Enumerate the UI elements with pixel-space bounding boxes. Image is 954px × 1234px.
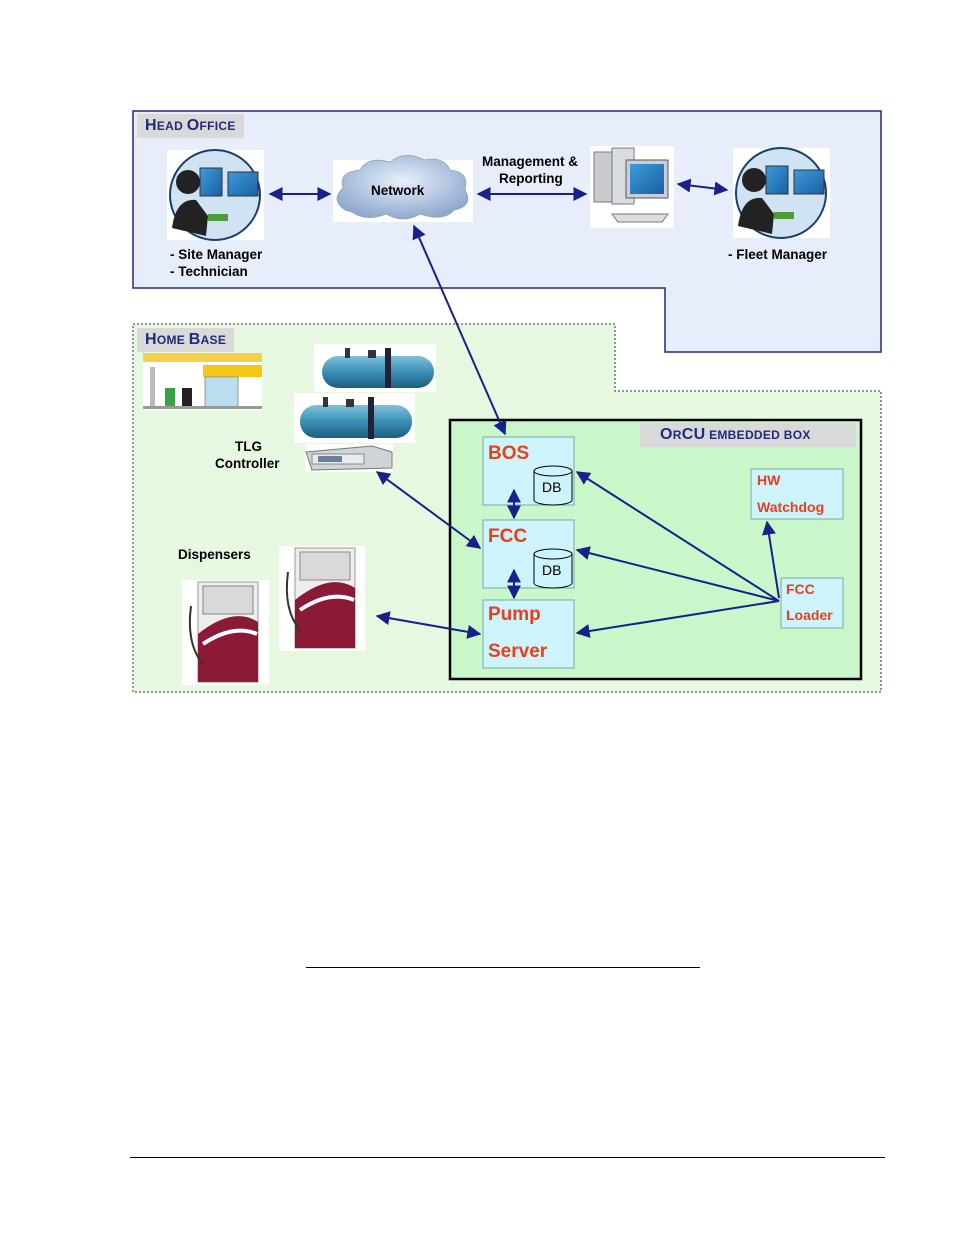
- fcc-db-cylinder: [533, 548, 573, 589]
- bos-db-label: DB: [542, 479, 562, 495]
- home-base-label-initial: H: [145, 331, 157, 348]
- arrow-loader-watchdog: [762, 520, 780, 599]
- network-cloud: [333, 155, 473, 222]
- orcu-label-cu: CU: [681, 426, 706, 443]
- head-office-label-rest-2: FFICE: [199, 119, 236, 133]
- fcc-loader-box: [780, 577, 844, 629]
- arrow-tlg-fcc: [375, 471, 482, 549]
- system-architecture-diagram: HEAD OFFICE HOME BASE ORCU EMBEDDED BOX …: [132, 110, 882, 693]
- fuel-tank-icon: [294, 393, 415, 443]
- dispenser-icon: [279, 546, 365, 651]
- fcc-db-label: DB: [542, 562, 562, 578]
- loader-label: Loader: [786, 607, 833, 623]
- bos-db-cylinder: [533, 465, 573, 506]
- head-office-label-initial-2: O: [186, 117, 200, 134]
- fleet-manager-person-icon: [733, 147, 830, 239]
- management-label-line1: Management &: [482, 154, 579, 169]
- watchdog-label: Watchdog: [757, 499, 825, 515]
- site-manager-person-icon: [167, 149, 264, 241]
- network-label: Network: [371, 183, 425, 198]
- technician-label: - Technician: [170, 264, 248, 279]
- arrow-network-bos: [412, 224, 507, 436]
- head-office-label: HEAD OFFICE: [137, 114, 244, 138]
- site-manager-label: - Site Manager: [170, 247, 263, 262]
- head-office-zone: [132, 110, 882, 353]
- orcu-label-rest: EMBEDDED BOX: [705, 428, 811, 442]
- tlg-label: TLG: [235, 439, 262, 454]
- management-computer-icon: [590, 146, 674, 228]
- arrow-loader-fcc: [575, 546, 780, 602]
- controller-label: Controller: [215, 456, 280, 471]
- orcu-label: ORCU EMBEDDED BOX: [660, 424, 811, 446]
- fleet-manager-label: - Fleet Manager: [728, 247, 828, 262]
- orcu-label-r: R: [672, 428, 682, 442]
- home-base-label: HOME BASE: [137, 328, 235, 352]
- dispenser-icon: [182, 580, 269, 685]
- home-base-label-rest: OME: [156, 333, 189, 347]
- fcc-label: FCC: [488, 526, 528, 547]
- loader-fcc-label: FCC: [786, 581, 815, 597]
- home-base-label-initial-2: B: [188, 331, 201, 348]
- head-office-label-rest: EAD: [156, 119, 187, 133]
- footer-rule: [130, 1157, 885, 1158]
- tlg-controller-device-icon: [305, 444, 393, 472]
- pump-label: Pump: [488, 604, 541, 625]
- caption-rule: [306, 967, 700, 968]
- arrow-management-fleet-manager: [676, 178, 729, 196]
- hw-watchdog-box: [750, 468, 844, 520]
- pump-server-box: [482, 599, 575, 669]
- dispensers-label: Dispensers: [178, 547, 251, 562]
- diagram-canvas: [132, 110, 882, 693]
- arrow-loader-pump: [575, 600, 780, 638]
- arrow-dispensers-pump: [375, 611, 482, 639]
- hw-label: HW: [757, 472, 781, 488]
- orcu-label-o: O: [660, 426, 673, 443]
- head-office-label-initial: H: [145, 117, 157, 134]
- gas-station-icon: [143, 353, 262, 410]
- fuel-tank-icon: [314, 344, 436, 392]
- arrow-loader-bos: [575, 471, 780, 602]
- orcu-label-bg: [640, 423, 856, 447]
- server-label: Server: [488, 641, 548, 662]
- home-base-label-rest-2: ASE: [200, 333, 227, 347]
- bos-label: BOS: [488, 443, 530, 464]
- management-label-line2: Reporting: [499, 171, 563, 186]
